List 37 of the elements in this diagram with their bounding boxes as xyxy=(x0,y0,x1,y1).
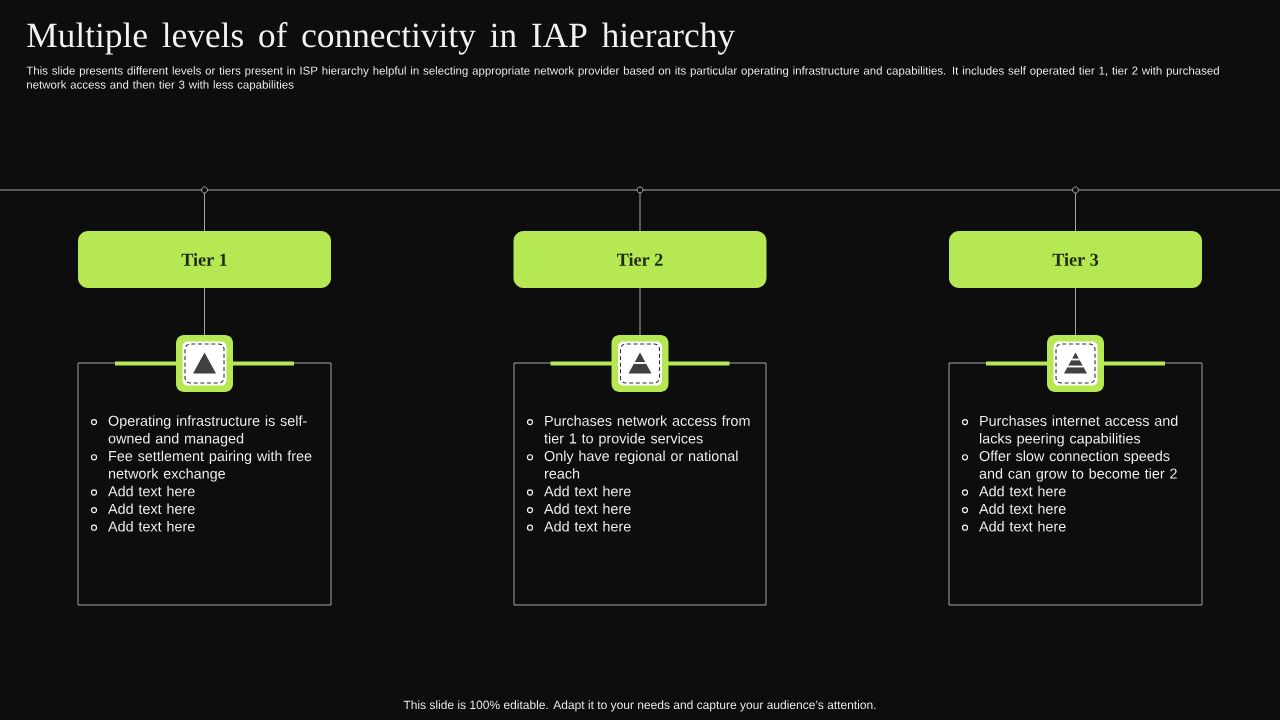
bullet-text: Only have regional or national reach xyxy=(544,450,738,479)
connector-line xyxy=(207,189,638,191)
description-text: This slide presents different levels or tiers present in ISP hierarchy helpful in selecting appropriate network provider based on its particular operating infrastructure and capabilities. It includes self operated tier 1, tier 2 with purchased network access and then tier 3 with less capabilities xyxy=(26,66,1219,91)
pyramid-icon xyxy=(176,335,233,392)
bullet-text: Add text here xyxy=(108,503,195,514)
connector-line xyxy=(1075,192,1076,232)
bullet-text: Add text here xyxy=(544,485,631,497)
bullet-text: Fee settlement pairing with free network exchange xyxy=(108,450,312,482)
connector-line xyxy=(204,287,205,336)
bullet-text: Add text here xyxy=(544,521,631,532)
connector-line xyxy=(639,192,641,232)
bullet-text: Add text here xyxy=(544,503,631,514)
content-card xyxy=(77,362,332,606)
connector-line xyxy=(642,189,1073,191)
tier-box: Tier 1 xyxy=(78,231,331,288)
bullet-text: Add text here xyxy=(979,503,1066,514)
connector-line xyxy=(204,192,205,232)
pyramid-icon xyxy=(1047,335,1104,392)
connector-line xyxy=(1078,189,1280,191)
bullet-text: Add text here xyxy=(108,521,195,532)
bullet-text: Purchases network access from tier 1 to provide services xyxy=(544,415,750,447)
footer-text: This slide is 100% editable. Adapt it to your needs and capture your audience’s attention. xyxy=(403,700,876,712)
bullet-text: Add text here xyxy=(108,485,195,497)
title: Multiple levels of connectivity in IAP hierarchy xyxy=(27,22,735,55)
tier-box: Tier 2 xyxy=(513,231,767,288)
connector-line xyxy=(639,287,641,336)
bullet-text: Add text here xyxy=(979,521,1066,532)
content-card xyxy=(948,362,1203,606)
connector-line xyxy=(1075,287,1076,336)
bullet-text: Add text here xyxy=(979,485,1066,497)
bullet-text: Purchases internet access and lacks peering capabilities xyxy=(979,415,1178,447)
pyramid-icon xyxy=(611,335,669,392)
connector-line xyxy=(0,189,202,191)
content-card xyxy=(513,362,767,606)
bullet-text: Operating infrastructure is self-owned and managed xyxy=(108,415,307,447)
bullet-text: Offer slow connection speeds and can grow to become tier 2 xyxy=(979,450,1177,482)
tier-box: Tier 3 xyxy=(949,231,1202,288)
